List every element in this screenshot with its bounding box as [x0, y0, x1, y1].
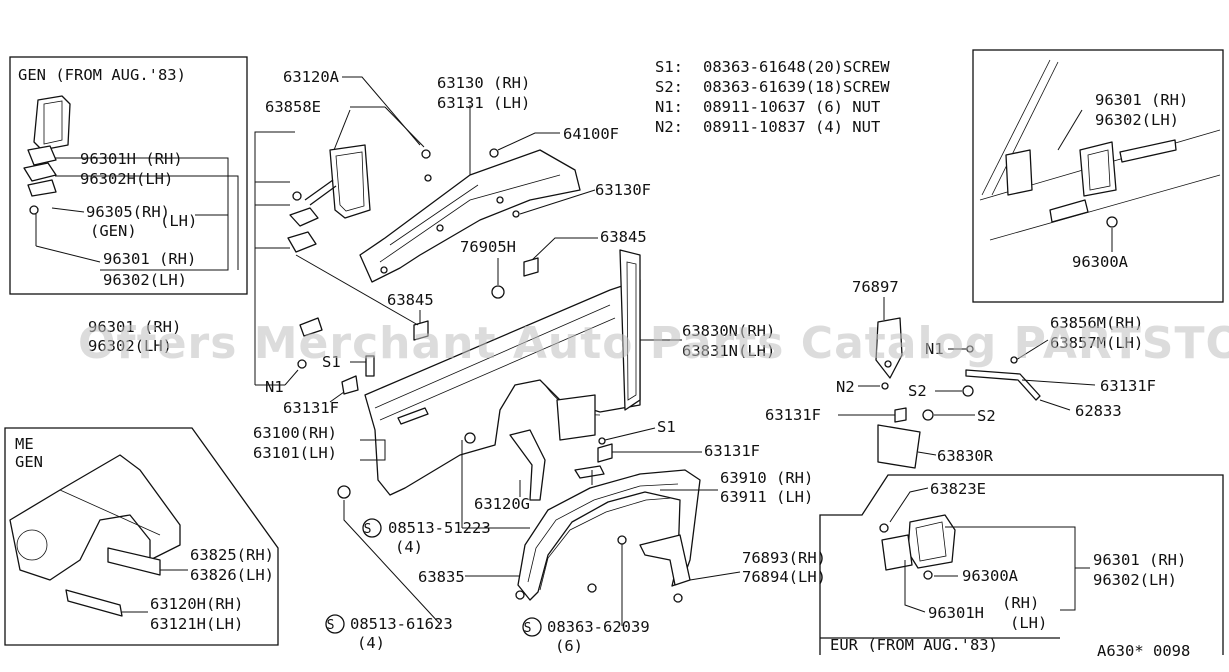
label-63845-a: 63845	[600, 228, 647, 246]
legend-s1-key: S1:	[655, 58, 683, 76]
eur-inset-title: EUR (FROM AUG.'83)	[830, 636, 998, 654]
label-76897: 76897	[852, 278, 899, 296]
label-eur-96301H: 96301H	[928, 604, 984, 622]
label-s1-mid: S1	[657, 418, 676, 436]
label-n1-right: N1	[925, 340, 944, 358]
eur-inset-box	[819, 474, 1224, 655]
label-63857M-lh: 63857M(LH)	[1050, 334, 1143, 352]
label-tr-96302-lh: 96302(LH)	[1095, 111, 1179, 129]
s-mark-61623: S	[327, 618, 335, 633]
label-08513-51223-qty: (4)	[395, 538, 423, 556]
label-76893-rh: 76893(RH)	[742, 549, 826, 567]
apron-bracket-drawing	[359, 149, 581, 283]
label-08363-62039: 08363-62039	[547, 618, 650, 636]
label-63131F-left: 63131F	[283, 399, 339, 417]
label-63131F-mid: 63131F	[704, 442, 760, 460]
legend-n1-key: N1:	[655, 98, 683, 116]
label-63835: 63835	[418, 568, 465, 586]
label-gen-96302-lh: 96302(LH)	[103, 271, 187, 289]
label-63856M-rh: 63856M(RH)	[1050, 314, 1143, 332]
label-left-96302-lh: 96302(LH)	[88, 337, 172, 355]
gen-mirror-drawing	[23, 95, 71, 215]
label-63830N-rh: 63830N(RH)	[682, 322, 775, 340]
label-96305-gen: (GEN)	[90, 222, 137, 240]
label-63131F-r1: 63131F	[1100, 377, 1156, 395]
label-left-96301-rh: 96301 (RH)	[88, 318, 181, 336]
label-63845-b: 63845	[387, 291, 434, 309]
s-mark-51223: S	[364, 522, 372, 537]
gen-inset-box	[9, 56, 248, 295]
legend-n2-key: N2:	[655, 118, 683, 136]
label-63120G: 63120G	[474, 495, 530, 513]
label-96305-lh: (LH)	[160, 212, 197, 230]
label-s1-left: S1	[322, 353, 341, 371]
label-63831N-lh: 63831N(LH)	[682, 342, 775, 360]
label-63120H-rh: 63120H(RH)	[150, 595, 243, 613]
label-96305-rh: 96305(RH)	[86, 203, 170, 221]
label-n2-right: N2	[836, 378, 855, 396]
label-eur-96302-lh: 96302(LH)	[1093, 571, 1177, 589]
label-08513-51223: 08513-51223	[388, 519, 491, 537]
label-63130F: 63130F	[595, 181, 651, 199]
left-mirror-drawing	[287, 144, 371, 253]
label-n1-left: N1	[265, 378, 284, 396]
label-63131F-r2: 63131F	[765, 406, 821, 424]
fender-flare-drawing	[517, 465, 701, 601]
label-63823E: 63823E	[930, 480, 986, 498]
label-eur-96301-rh: 96301 (RH)	[1093, 551, 1186, 569]
label-76905H: 76905H	[460, 238, 516, 256]
me-inset-title: ME	[15, 435, 34, 453]
label-s2-a: S2	[908, 382, 927, 400]
label-63858E: 63858E	[265, 98, 321, 116]
legend-n1-text: 08911-10637 (6) NUT	[703, 98, 880, 116]
label-63830R: 63830R	[937, 447, 994, 465]
label-08363-62039-qty: (6)	[555, 637, 583, 655]
tr-inset-box	[972, 49, 1224, 303]
label-63121H-lh: 63121H(LH)	[150, 615, 243, 633]
label-08513-61623-qty: (4)	[357, 634, 385, 652]
s-mark-62039: S	[524, 621, 532, 636]
gen-inset-title: GEN (FROM AUG.'83)	[18, 66, 186, 84]
me-inset-box	[4, 427, 279, 646]
me-inset-drawing	[9, 454, 181, 617]
left-mirror-bracket	[254, 131, 295, 385]
label-gen-96301-rh: 96301 (RH)	[103, 250, 196, 268]
label-96302H-lh: 96302H(LH)	[80, 170, 173, 188]
legend-s2-text: 08363-61639(18)SCREW	[703, 78, 890, 96]
label-63825-rh: 63825(RH)	[190, 546, 274, 564]
label-eur-96301H-lh: (LH)	[1010, 614, 1047, 632]
label-62833: 62833	[1075, 402, 1122, 420]
label-76894-lh: 76894(LH)	[742, 568, 826, 586]
eur-mirror-drawing	[879, 514, 956, 580]
legend-s1-text: 08363-61648(20)SCREW	[703, 58, 890, 76]
label-63130-rh: 63130 (RH)	[437, 74, 530, 92]
tr-inset-drawing	[979, 59, 1221, 241]
drawing-number: A630* 0098	[1097, 642, 1190, 660]
label-63100-rh: 63100(RH)	[253, 424, 337, 442]
label-tr-96301-rh: 96301 (RH)	[1095, 91, 1188, 109]
label-eur-96301H-rh: (RH)	[1002, 594, 1039, 612]
label-96301H-rh: 96301H (RH)	[80, 150, 183, 168]
label-64100F: 64100F	[563, 125, 619, 143]
legend-n2-text: 08911-10837 (4) NUT	[703, 118, 880, 136]
me-inset-subtitle: GEN	[15, 453, 43, 471]
label-96300A-eur: 96300A	[962, 567, 1019, 585]
legend-s2-key: S2:	[655, 78, 683, 96]
watermark: Offers Merchant Auto Parts Catalog PARTS…	[78, 318, 1229, 369]
fender-bracket-76897	[875, 317, 903, 379]
label-63131-lh: 63131 (LH)	[437, 94, 530, 112]
label-63101-lh: 63101(LH)	[253, 444, 337, 462]
label-s2-b: S2	[977, 407, 996, 425]
label-63826-lh: 63826(LH)	[190, 566, 274, 584]
label-96300A-tr: 96300A	[1072, 253, 1129, 271]
label-63120A: 63120A	[283, 68, 340, 86]
legend: S1: 08363-61648(20)SCREW S2: 08363-61639…	[655, 58, 890, 136]
label-08513-61623: 08513-61623	[350, 615, 453, 633]
front-fender-drawing	[364, 249, 641, 496]
label-63910-rh: 63910 (RH)	[720, 469, 813, 487]
label-63911-lh: 63911 (LH)	[720, 488, 813, 506]
mud-flap-63830R	[877, 424, 921, 469]
